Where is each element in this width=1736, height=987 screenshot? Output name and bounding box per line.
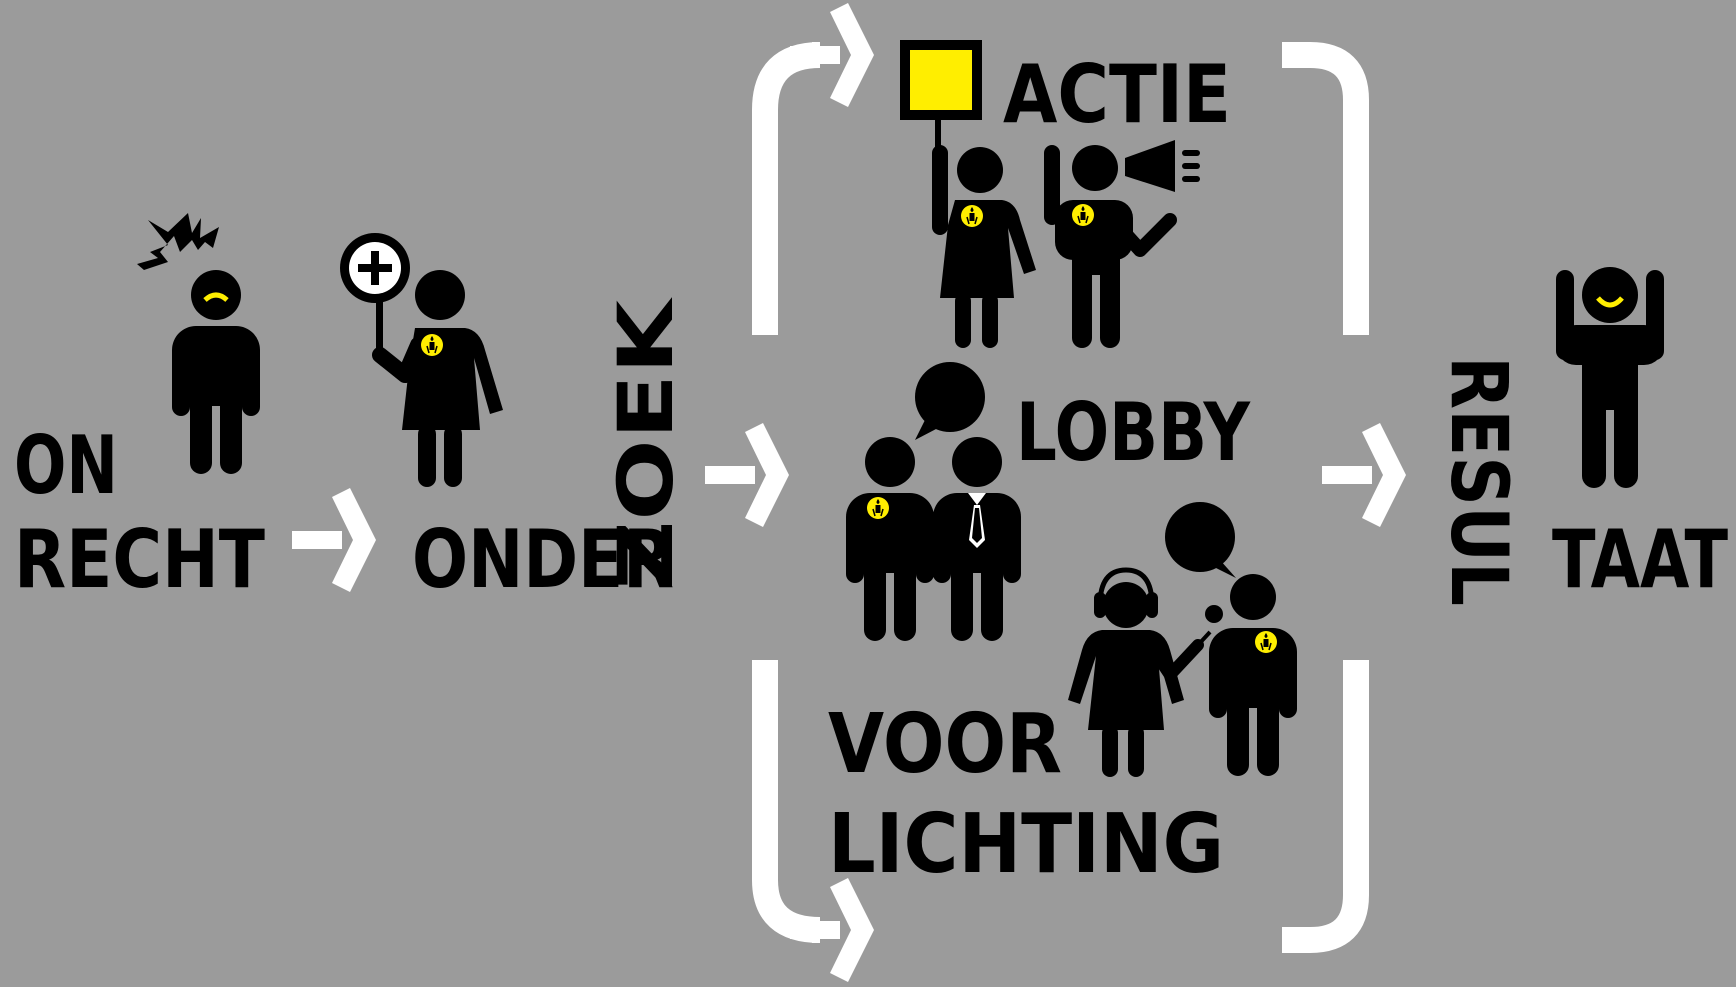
bracket-top-right <box>1282 42 1369 335</box>
flow-arrow-icon <box>705 423 789 527</box>
label-lichting: LICHTING <box>828 797 1224 892</box>
flow-arrow-icon <box>790 3 874 107</box>
protester-with-sign-icon <box>900 40 1036 348</box>
researcher-with-magnifier-icon <box>340 233 503 487</box>
flow-arrow-icon <box>292 488 376 592</box>
injustice-person-icon <box>137 213 260 474</box>
label-voor: VOOR <box>828 697 1062 792</box>
interview-pair-icon <box>1068 502 1297 777</box>
celebrating-person-icon <box>1556 267 1664 488</box>
flow-arrow-icon <box>790 878 874 982</box>
label-resul: RESUL <box>1433 356 1523 606</box>
label-lobby: LOBBY <box>1016 386 1251 479</box>
megaphone-person-icon <box>1044 140 1200 348</box>
label-actie: ACTIE <box>1003 48 1231 141</box>
lobbyist-pair-icon <box>846 362 1021 641</box>
label-on: ON <box>14 419 118 512</box>
label-onder: ONDER <box>412 513 674 606</box>
label-zoek: ZOEK <box>601 296 690 590</box>
label-recht: RECHT <box>14 513 265 606</box>
bracket-bottom-left <box>752 660 874 982</box>
label-taat: TAAT <box>1552 513 1728 606</box>
flow-arrow-icon <box>1322 423 1406 527</box>
bracket-top-left <box>752 3 874 335</box>
bracket-bottom-right <box>1282 660 1369 953</box>
